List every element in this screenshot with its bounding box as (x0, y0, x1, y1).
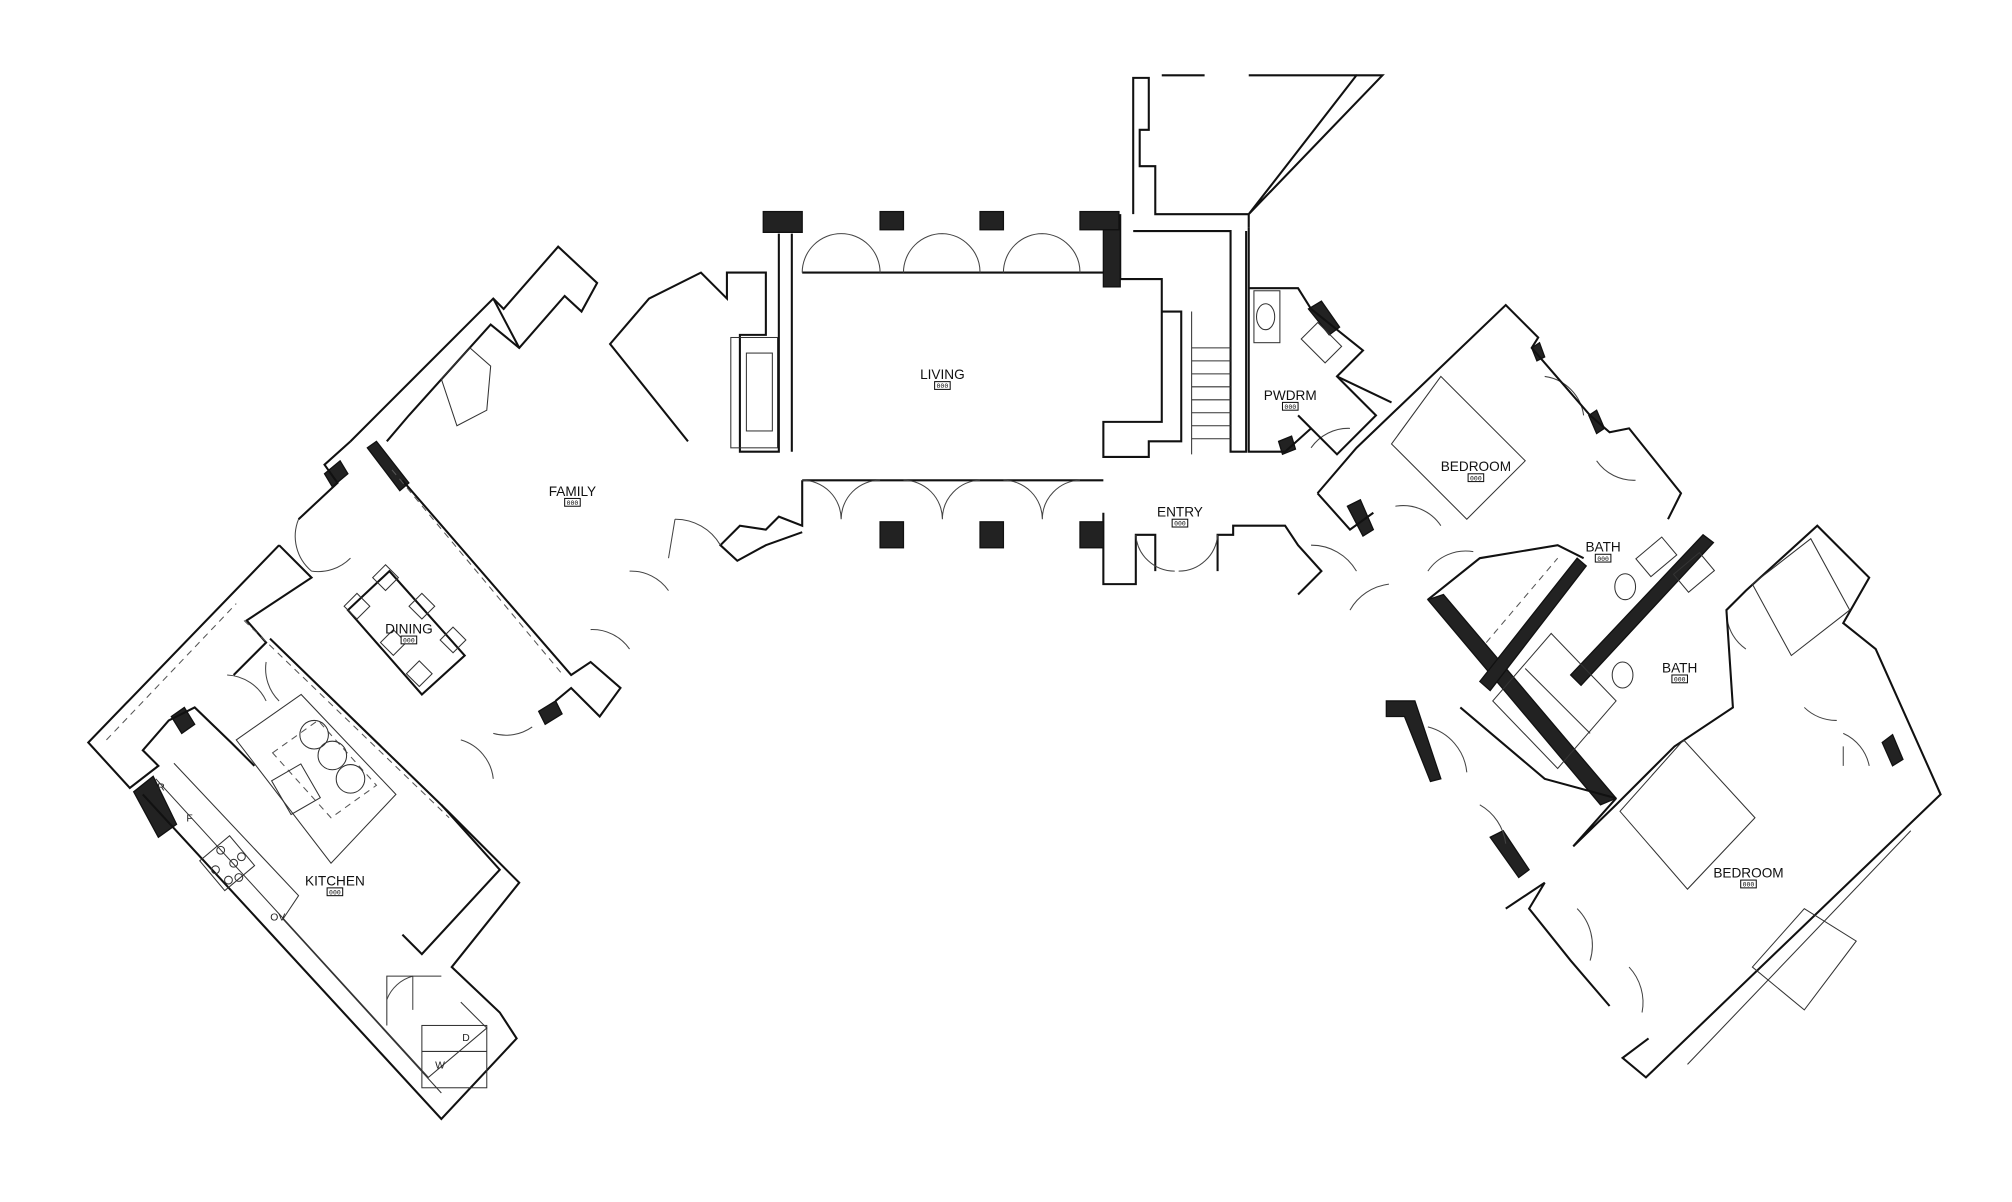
west-wing-walls (86, 245, 622, 1121)
room-bedroom-2: BEDROOM 000 (1713, 865, 1783, 888)
room-tag: 000 (403, 637, 415, 645)
room-bath-1: BATH 000 (1585, 540, 1620, 563)
room-living: LIVING 000 (920, 367, 965, 390)
room-dining: DINING 000 (385, 621, 433, 644)
room-bedroom-1: BEDROOM 000 (1441, 459, 1511, 482)
room-label: PWDRM (1264, 388, 1317, 403)
room-label: DINING (385, 621, 433, 636)
room-label: BATH (1662, 660, 1697, 675)
room-label: KITCHEN (305, 873, 365, 888)
room-kitchen: KITCHEN 000 (305, 873, 365, 896)
room-bath-2: BATH 000 (1662, 660, 1697, 683)
east-wing-walls (1247, 227, 1942, 1079)
room-family: FAMILY 000 (549, 484, 596, 507)
appliance-washer-label: W (435, 1060, 445, 1071)
doors (227, 233, 1870, 1013)
room-tag: 000 (329, 888, 341, 896)
room-tag: 000 (567, 499, 579, 507)
room-tag: 000 (1674, 675, 1686, 683)
room-label: LIVING (920, 367, 965, 382)
room-tag: 000 (937, 382, 949, 390)
room-tag: 000 (1743, 881, 1755, 889)
room-label: FAMILY (549, 484, 596, 499)
room-tag: 000 (1470, 474, 1482, 482)
room-label: BATH (1585, 540, 1620, 555)
cooktop (199, 835, 256, 892)
room-label: ENTRY (1157, 505, 1203, 520)
appliance-freezer-label: F (186, 814, 192, 825)
room-entry: ENTRY 000 (1157, 505, 1203, 528)
appliance-dryer-label: D (462, 1033, 469, 1044)
room-tag: 000 (1174, 520, 1186, 528)
appliance-oven-label: OV (270, 912, 285, 923)
room-powder: PWDRM 000 (1264, 388, 1317, 411)
appliance-refrigerator-label: R (157, 783, 165, 794)
structural-piers (132, 210, 1904, 879)
room-tag: 000 (1284, 403, 1296, 411)
dining-table (343, 564, 467, 696)
living-walls (608, 74, 1385, 596)
room-label: BEDROOM (1713, 865, 1783, 880)
room-tag: 000 (1597, 555, 1609, 563)
room-label: BEDROOM (1441, 459, 1511, 474)
